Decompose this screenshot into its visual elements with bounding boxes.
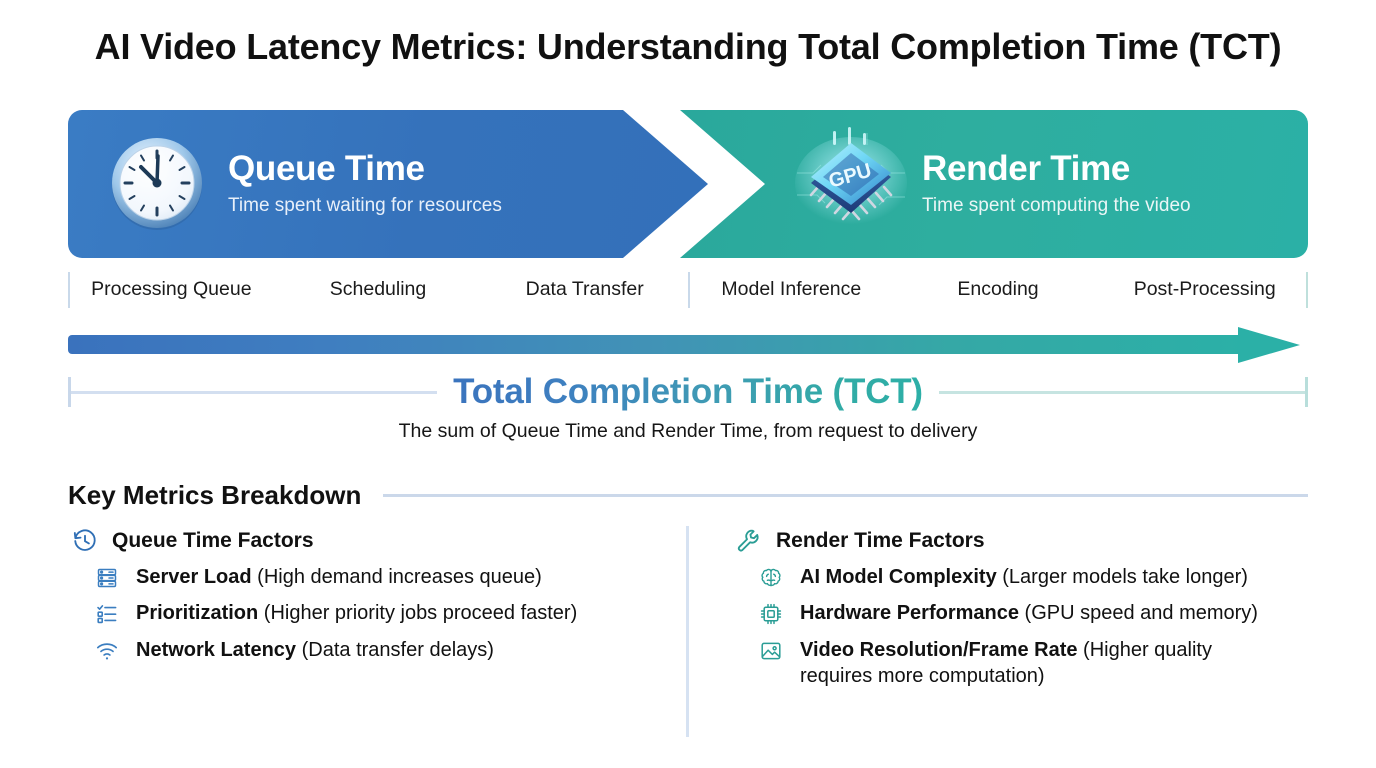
metric-text: AI Model Complexity (Larger models take … (788, 564, 1248, 590)
metric-server-load: Server Load (High demand increases queue… (68, 564, 670, 590)
stage-post-processing: Post-Processing (1133, 278, 1276, 300)
tct-label: Total Completion Time (TCT) (437, 372, 939, 412)
metric-note: (GPU speed and memory) (1024, 602, 1258, 625)
render-time-subtitle: Time spent computing the video (922, 195, 1191, 217)
bracket-cap-right (1305, 377, 1309, 407)
bracket-cap-left (68, 377, 71, 407)
server-rack-icon (90, 564, 124, 590)
cpu-chip-icon (754, 600, 788, 626)
metric-note: (Higher quality requires more computatio… (800, 638, 1212, 688)
metric-note: (Higher priority jobs proceed faster) (263, 602, 578, 625)
queue-time-subtitle: Time spent waiting for resources (228, 195, 502, 217)
key-metrics-rule (383, 493, 1308, 497)
render-factors-column: Render Time Factors AI Model Complexity … (686, 526, 1304, 743)
timeline-arrow (68, 327, 1308, 363)
metric-prioritization: Prioritization (Higher priority jobs pro… (68, 600, 670, 626)
page-title: AI Video Latency Metrics: Understanding … (94, 26, 1282, 67)
metric-name: Network Latency (136, 638, 297, 661)
tct-bracket-row: Total Completion Time (TCT) (68, 368, 1309, 416)
metric-text: Video Resolution/Frame Rate (Higher qual… (788, 637, 1288, 690)
stage-labels-row: Processing Queue Scheduling Data Transfe… (68, 270, 1308, 310)
queue-factors-column: Queue Time Factors (68, 528, 686, 743)
arrow-shaft (68, 335, 1246, 354)
metric-note: (Data transfer delays) (301, 638, 494, 661)
gpu-chip-icon: GPU (790, 125, 912, 243)
key-metrics-header: Key Metrics Breakdown (68, 478, 1308, 512)
metric-note: (Larger models take longer) (1002, 566, 1248, 588)
render-factors-heading: Render Time Factors (776, 529, 985, 552)
metric-video-resolution-frame-rate: Video Resolution/Frame Rate (Higher qual… (732, 637, 1288, 690)
bracket-line-right (938, 390, 1306, 394)
metric-name: AI Model Complexity (800, 566, 997, 588)
metric-name: Hardware Performance (800, 602, 1019, 625)
metric-name: Video Resolution/Frame Rate (800, 638, 1078, 661)
queue-time-title: Queue Time (228, 148, 425, 188)
stage-scheduling: Scheduling (329, 278, 427, 300)
metric-text: Server Load (High demand increases queue… (124, 564, 542, 590)
tct-subtitle: The sum of Queue Time and Render Time, f… (398, 420, 978, 442)
stage-data-transfer: Data Transfer (525, 278, 644, 300)
render-stage-group: Model Inference Encoding Post-Processing (688, 270, 1308, 310)
queue-factors-heading-row: Queue Time Factors (68, 528, 670, 554)
arrow-head-icon (1238, 327, 1300, 363)
stage-encoding: Encoding (957, 278, 1039, 300)
bracket-line-left (71, 390, 438, 394)
metric-name: Server Load (136, 566, 252, 588)
analog-clock-icon (96, 134, 218, 234)
wifi-icon (90, 637, 124, 663)
metric-name: Prioritization (136, 602, 259, 625)
key-metrics-columns: Queue Time Factors (68, 526, 1308, 743)
queue-time-panel: Queue Time Time spent waiting for resour… (68, 110, 708, 258)
phase-banner: Queue Time Time spent waiting for resour… (68, 110, 1308, 258)
metric-text: Network Latency (Data transfer delays) (124, 637, 494, 663)
queue-factors-heading: Queue Time Factors (112, 529, 314, 552)
stage-model-inference: Model Inference (721, 278, 862, 300)
queue-stage-group: Processing Queue Scheduling Data Transfe… (68, 270, 688, 310)
metric-hardware-performance: Hardware Performance (GPU speed and memo… (732, 600, 1288, 626)
metric-ai-model-complexity: AI Model Complexity (Larger models take … (732, 564, 1288, 590)
render-time-panel: GPU Render Time Time spent computing the… (680, 110, 1308, 258)
metric-text: Prioritization (Higher priority jobs pro… (124, 600, 577, 626)
wrench-icon (732, 528, 766, 554)
stage-processing-queue: Processing Queue (91, 278, 252, 300)
render-time-title: Render Time (922, 148, 1131, 188)
render-factors-heading-row: Render Time Factors (732, 528, 1288, 554)
metric-network-latency: Network Latency (Data transfer delays) (68, 637, 670, 663)
key-metrics-title: Key Metrics Breakdown (68, 479, 362, 510)
image-icon (754, 637, 788, 663)
metric-note: (High demand increases queue) (257, 566, 542, 588)
brain-icon (754, 564, 788, 590)
metric-text: Hardware Performance (GPU speed and memo… (788, 600, 1258, 626)
checklist-icon (90, 600, 124, 626)
clock-rotate-left-icon (68, 528, 102, 554)
